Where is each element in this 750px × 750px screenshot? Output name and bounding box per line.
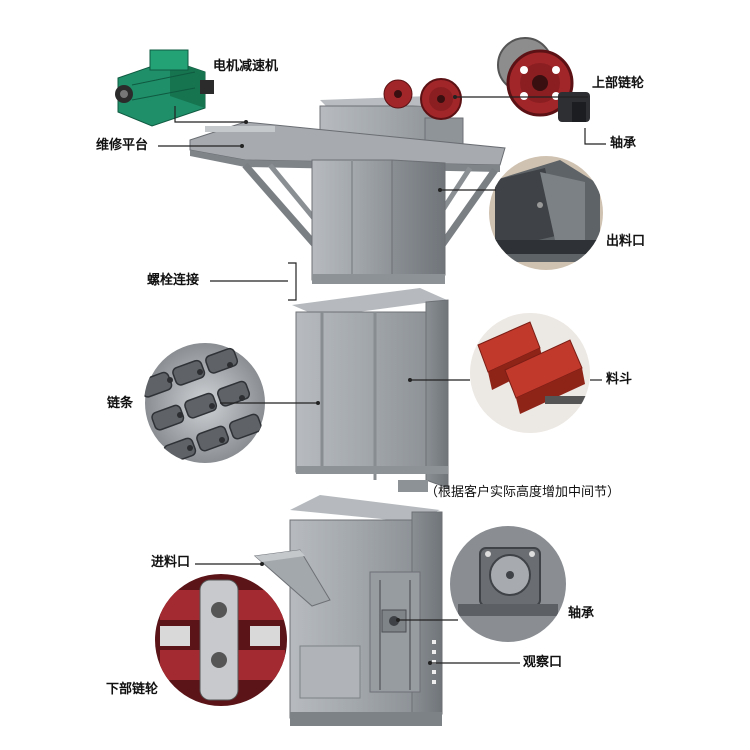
lower-sprocket-photo — [154, 573, 288, 707]
label-upper-sprocket: 上部链轮 — [592, 76, 645, 91]
hopper-photo — [469, 312, 591, 434]
upper-sprocket-assembly — [497, 37, 590, 122]
bearing-photo — [449, 525, 567, 643]
middle-section — [292, 288, 449, 492]
label-motor-reducer: 电机减速机 — [213, 59, 279, 74]
discharge-port-photo — [488, 155, 604, 271]
bottom-section — [253, 495, 443, 726]
middle-casing — [295, 311, 427, 473]
head-sprocket-small — [383, 79, 413, 109]
label-lower-sprocket: 下部链轮 — [106, 682, 159, 697]
label-feed-inlet: 进料口 — [151, 555, 191, 570]
leader-lines — [158, 96, 606, 664]
leader-dots — [240, 95, 457, 665]
label-maintenance-platform: 维修平台 — [96, 138, 149, 153]
label-bearing-bottom: 轴承 — [568, 606, 595, 621]
label-middle-section-note: （根据客户实际高度增加中间节） — [425, 485, 621, 500]
head-sprocket-large — [420, 78, 462, 120]
motor-reducer — [115, 49, 214, 127]
label-discharge-port: 出料口 — [606, 234, 646, 249]
top-section — [115, 37, 590, 284]
label-chain: 链条 — [107, 396, 134, 411]
label-hopper: 料斗 — [606, 372, 633, 387]
label-inspection-window: 观察口 — [523, 655, 563, 670]
label-bearing-top: 轴承 — [610, 136, 637, 151]
label-bolt-connection: 螺栓连接 — [147, 273, 200, 288]
